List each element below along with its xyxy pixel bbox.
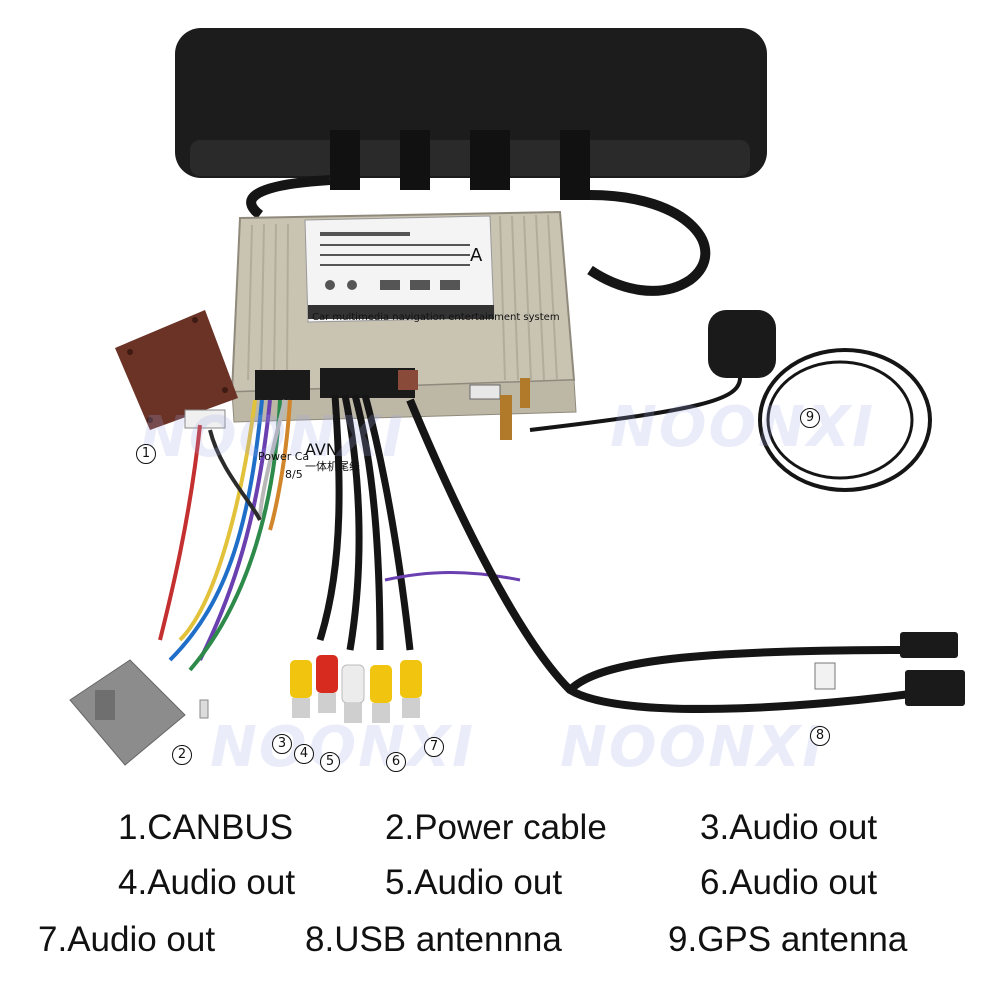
rca-plugs [290,655,422,723]
watermark: NOONXI [610,395,875,460]
watermark: NOONXI [140,405,405,470]
power-harness-tag: Power Ca [258,450,310,463]
power-connector [69,659,186,766]
marker-9: 9 [800,408,820,428]
product-illustration [69,28,965,766]
control-box [230,210,577,423]
legend-item-audio-out-6: 6.Audio out [700,863,878,902]
marker-6: 6 [386,752,406,772]
marker-5: 5 [320,752,340,772]
usb-cable [406,398,965,713]
marker-2: 2 [172,745,192,765]
av-harness [316,394,414,651]
marker-4: 4 [294,744,314,764]
product-photo: NOONXI NOONXI NOONXI NOONXI Car multimed… [69,28,965,780]
legend-item-usb-antenna: 8.USB antennna [305,920,562,959]
legend-row-1: 1.CANBUS 2.Power cable 3.Audio out [0,808,1000,858]
head-unit-screen [175,28,767,200]
legend-item-audio-out-7: 7.Audio out [38,920,216,959]
canbus-module [115,310,238,430]
legend-item-audio-out-3: 3.Audio out [700,808,878,847]
power-harness [158,399,292,672]
panel-letter: A [470,245,483,266]
power-harness-tag-num: 8/5 [285,468,303,481]
legend-item-power-cable: 2.Power cable [385,808,607,847]
legend-row-2: 4.Audio out 5.Audio out 6.Audio out [0,863,1000,913]
av-harness-tag: AVN [305,440,338,459]
marker-3: 3 [272,734,292,754]
marker-7: 7 [424,737,444,757]
gps-antenna [500,310,932,492]
box-label-text: Car multimedia navigation entertainment … [312,312,560,323]
watermark: NOONXI [560,715,825,780]
legend-item-audio-out-5: 5.Audio out [385,863,563,902]
legend-row-3: 7.Audio out 8.USB antennna 9.GPS antenna [0,920,1000,970]
legend-item-audio-out-4: 4.Audio out [118,863,296,902]
av-harness-tag-cn: 一体机尾线 [305,460,360,473]
marker-8: 8 [810,726,830,746]
marker-1: 1 [136,444,156,464]
legend-item-gps-antenna: 9.GPS antenna [668,920,908,959]
legend-item-canbus: 1.CANBUS [118,808,294,847]
